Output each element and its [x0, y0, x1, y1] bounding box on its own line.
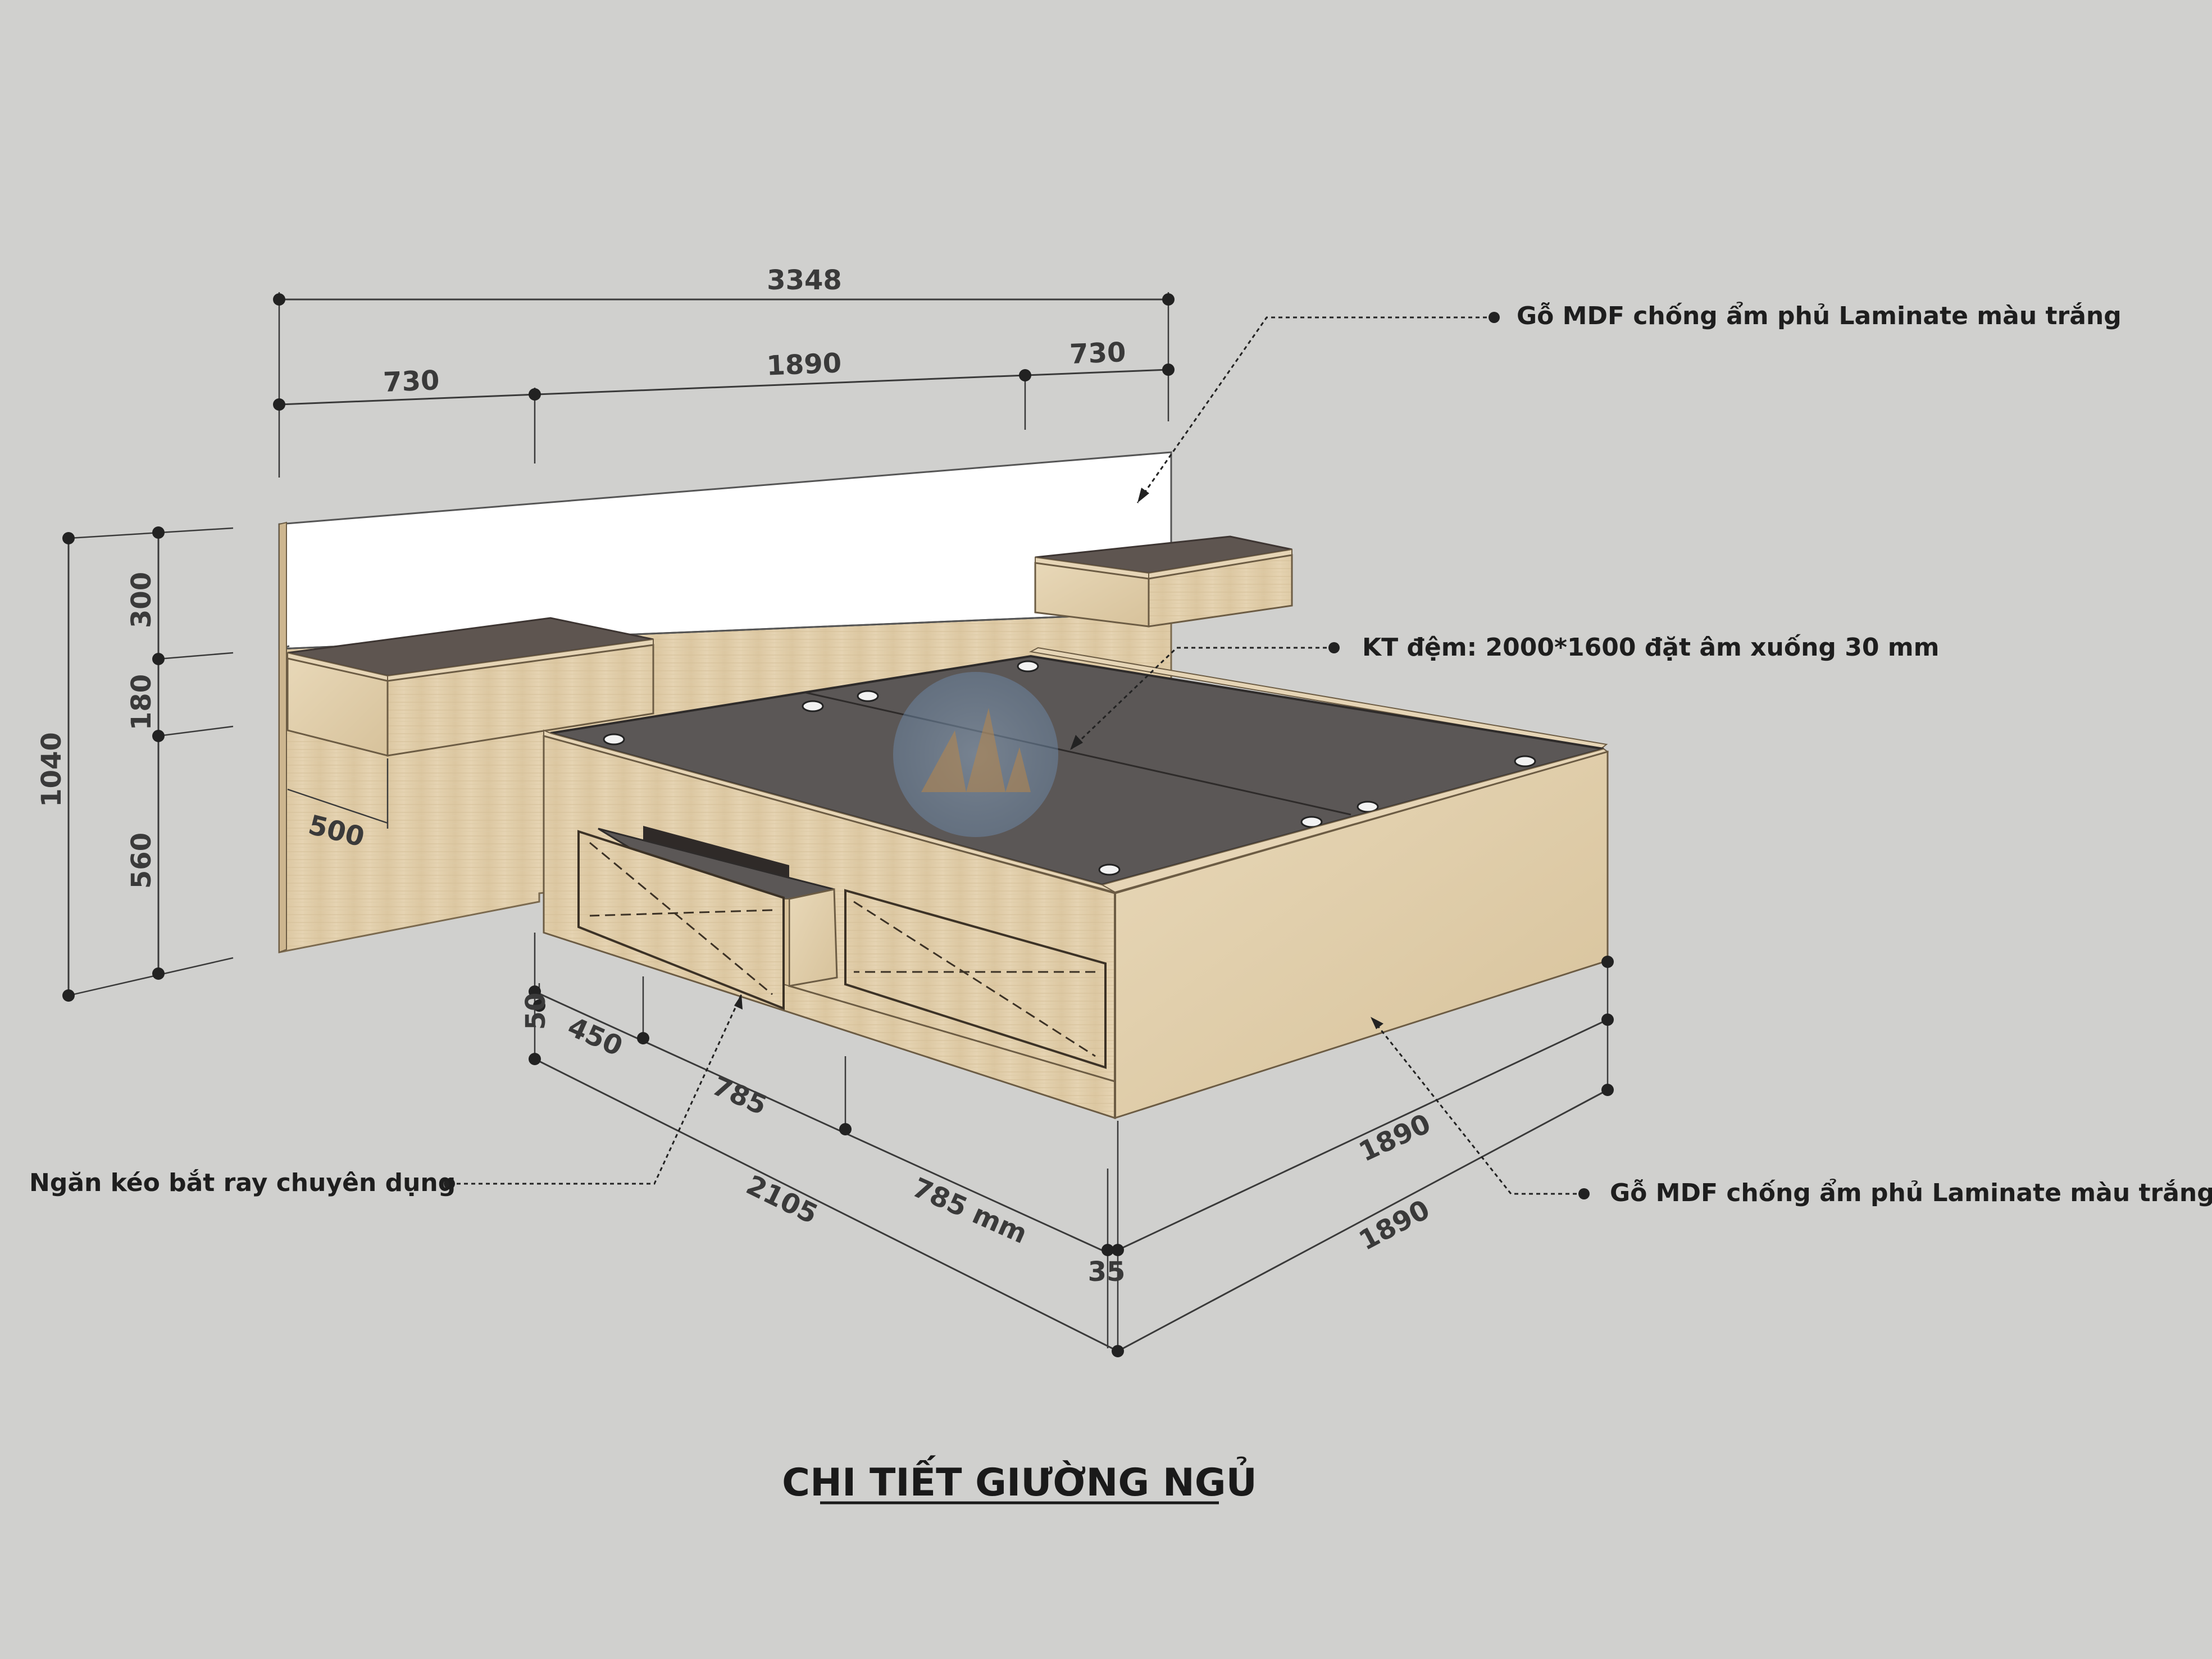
- platform-bolts: [603, 660, 1536, 876]
- dim-base-offset: 50: [520, 993, 552, 1030]
- right-nightstand: [1034, 535, 1293, 628]
- page-title: CHI TIẾT GIƯỜNG NGỦ: [782, 1455, 1257, 1505]
- dim-h-mid: 180: [126, 674, 157, 730]
- top-dimensions: 3348 730 1890 730: [273, 265, 1175, 478]
- callout-bed-body: Gỗ MDF chống ẩm phủ Laminate màu trắng: [1610, 1178, 2212, 1207]
- dim-total-height: 1040: [36, 732, 67, 807]
- callouts: Gỗ MDF chống ẩm phủ Laminate màu trắng K…: [29, 301, 2212, 1207]
- dim-overall-width: 3348: [767, 265, 842, 296]
- dim-middle: 1890: [766, 347, 842, 381]
- dim-bed-width-top: 1890: [1354, 1108, 1436, 1168]
- height-dimensions: 1040 300 180 560 500: [36, 526, 389, 1002]
- callout-headboard-top: Gỗ MDF chống ẩm phủ Laminate màu trắng: [1517, 301, 2122, 330]
- callout-drawer: Ngăn kéo bắt ray chuyên dụng: [29, 1169, 456, 1197]
- dim-drawer-1: 785: [707, 1070, 771, 1121]
- dim-base-gap: 35: [1088, 1256, 1126, 1288]
- callout-mattress: KT đệm: 2000*1600 đặt âm xuống 30 mm: [1362, 633, 1940, 662]
- dim-side-right: 730: [1069, 337, 1126, 370]
- dim-side-left: 730: [383, 365, 440, 398]
- dim-h-bottom: 560: [126, 833, 157, 889]
- drawers: [577, 826, 1116, 1083]
- dim-h-top: 300: [126, 572, 157, 628]
- title-block: CHI TIẾT GIƯỜNG NGỦ: [782, 1455, 1257, 1505]
- dim-bed-length: 2105: [741, 1169, 823, 1230]
- left-nightstand: [286, 617, 654, 757]
- watermark-logo: [893, 672, 1058, 837]
- dim-drawer-2: 785 mm: [908, 1172, 1032, 1250]
